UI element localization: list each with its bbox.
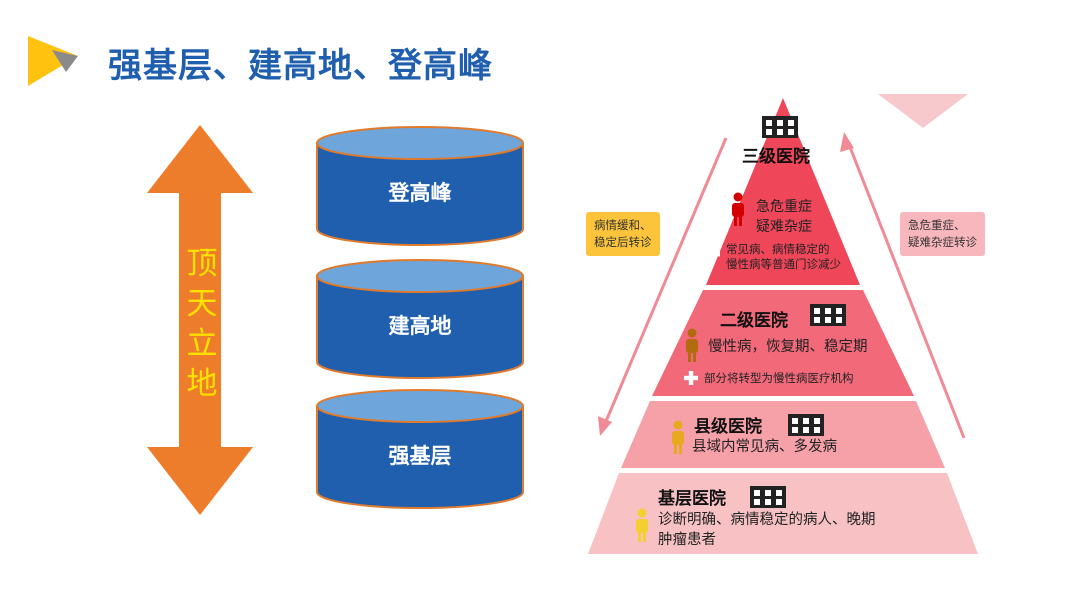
person-icon [686, 328, 698, 362]
left-note-line: 病情缓和、 [594, 218, 652, 232]
tier-1-desc-line: 疑难杂症 [756, 219, 812, 235]
cylinder-label: 强基层 [388, 444, 452, 468]
hospital-pyramid: 三级医院 急危重症 疑难杂症 常见病、病情稳定的 慢性病等普通门诊减少 二级医院… [578, 90, 988, 560]
pyramid-graphic [578, 90, 988, 560]
cylinder-label: 登高峰 [388, 181, 452, 205]
tier-3-shape [621, 401, 945, 468]
tier-1-note-line: 常见病、病情稳定的 [726, 242, 830, 256]
tier-1-shape [706, 98, 860, 285]
left-note-line: 稳定后转诊 [594, 235, 652, 249]
arrow-char: 地 [186, 366, 218, 402]
right-note-line: 疑难杂症转诊 [908, 235, 977, 249]
hospital-building-icon [810, 304, 846, 326]
cylinder-top: 登高峰 [315, 125, 525, 246]
tier-2-note: 部分将转型为慢性病医疗机构 [704, 371, 854, 385]
plus-icon [704, 246, 720, 262]
person-icon [636, 508, 648, 542]
arrow-char: 天 [186, 286, 218, 322]
cylinder-bottom: 强基层 [315, 388, 525, 509]
tier-2-name: 二级医院 [720, 311, 788, 331]
page-title: 强基层、建高地、登高峰 [108, 46, 493, 86]
hospital-building-icon [750, 486, 786, 508]
tier-4-shape [588, 473, 978, 554]
tier-2-desc: 慢性病，恢复期、稳定期 [708, 339, 868, 355]
tier-4-name: 基层医院 [658, 489, 726, 509]
right-referral-note: 急危重症、 疑难杂症转诊 [900, 212, 985, 256]
arrow-char: 立 [186, 326, 218, 362]
tier-4-desc-line: 诊断明确、病情稳定的病人、晚期 [658, 512, 876, 528]
person-icon [732, 192, 744, 226]
play-triangle-logo-icon [28, 36, 78, 86]
cylinder-label: 建高地 [388, 314, 452, 338]
tier-1-name: 三级医院 [742, 147, 810, 167]
tier-4-desc-line: 肿瘤患者 [658, 532, 716, 548]
tier-1-note-line: 慢性病等普通门诊减少 [726, 257, 841, 271]
tier-1-desc-line: 急危重症 [756, 199, 812, 215]
plus-icon [684, 371, 698, 385]
arrow-char: 顶 [186, 246, 218, 282]
right-note-line: 急危重症、 [908, 218, 966, 232]
double-arrow-icon [147, 125, 253, 515]
hospital-building-icon [762, 116, 798, 138]
arrow-text: 顶 天 立 地 [180, 244, 224, 404]
left-referral-note: 病情缓和、 稳定后转诊 [586, 212, 660, 256]
person-icon [672, 420, 684, 454]
cylinder-middle: 建高地 [315, 258, 525, 379]
tier-3-name: 县级医院 [694, 417, 762, 437]
tier-3-desc: 县域内常见病、多发病 [692, 439, 837, 455]
hospital-building-icon [788, 414, 824, 436]
tier-2-shape [652, 290, 914, 396]
